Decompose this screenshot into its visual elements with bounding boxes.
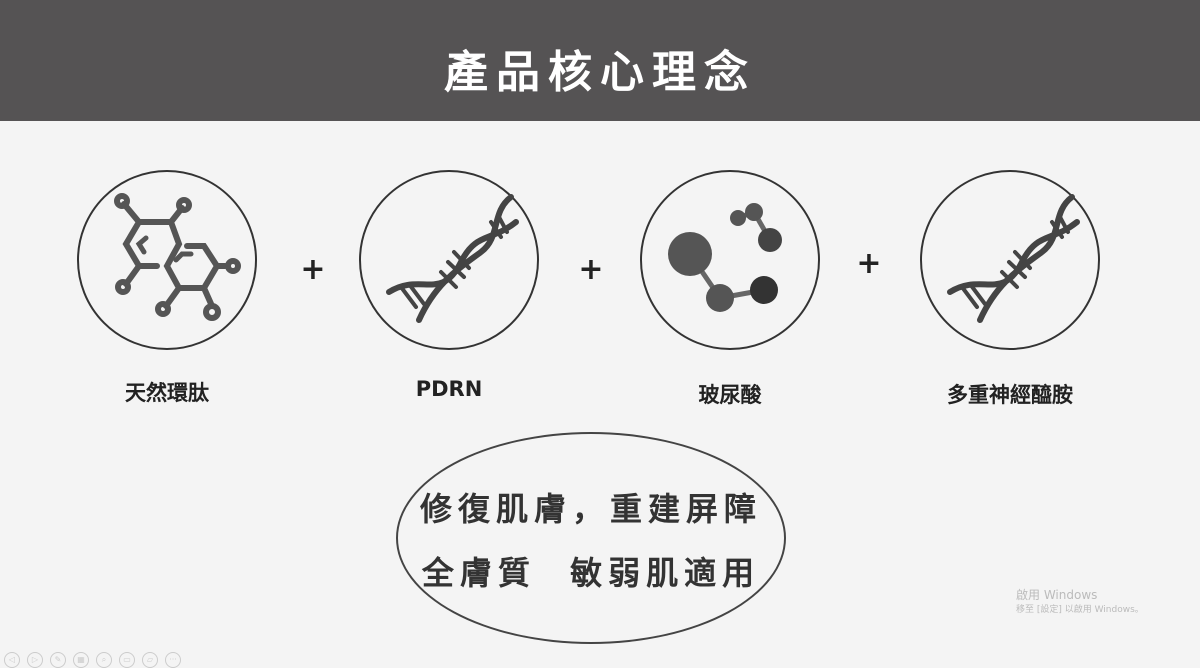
pen-icon[interactable]: ✎ (50, 652, 66, 668)
activation-watermark-title: 啟用 Windows (1016, 588, 1098, 602)
dna-icon (947, 194, 1080, 323)
slogan-ellipse (396, 432, 786, 644)
more-icon[interactable]: ··· (165, 652, 181, 668)
activation-watermark-text: 移至 [設定] 以啟用 Windows。 (1016, 605, 1144, 615)
next-slide-icon[interactable]: ▷ (27, 652, 43, 668)
ingredient-icon-circle (920, 170, 1100, 350)
subtitles-icon[interactable]: ▱ (142, 652, 158, 668)
plus-sign: + (856, 246, 882, 281)
ingredient-label: 天然環肽 (125, 381, 209, 405)
plus-sign: + (300, 252, 326, 287)
slide-header: 產品核心理念 (0, 0, 1200, 121)
molecule-ring-icon (114, 193, 241, 321)
ingredient-icon-circle (77, 170, 257, 350)
ingredient-icon-circle (640, 170, 820, 350)
slogan-line-2: 全膚質 敏弱肌適用 (421, 554, 761, 592)
plus-sign: + (578, 252, 604, 287)
slogan-line-1: 修復肌膚，重建屏障 (419, 490, 762, 528)
zoom-icon[interactable]: ⌕ (96, 652, 112, 668)
display-icon[interactable]: ▭ (119, 652, 135, 668)
molecule-dots-icon (668, 203, 782, 312)
slide-title: 產品核心理念 (444, 47, 756, 98)
dna-icon (386, 194, 519, 323)
ingredient-label: 多重神經醯胺 (947, 383, 1073, 407)
ingredient-label: PDRN (415, 377, 483, 401)
presentation-toolbar: ◁ ▷ ✎ ▦ ⌕ ▭ ▱ ··· (4, 652, 181, 668)
ingredient-icon-circle (359, 170, 539, 350)
ingredient-label: 玻尿酸 (698, 383, 762, 407)
previous-slide-icon[interactable]: ◁ (4, 652, 20, 668)
slides-grid-icon[interactable]: ▦ (73, 652, 89, 668)
